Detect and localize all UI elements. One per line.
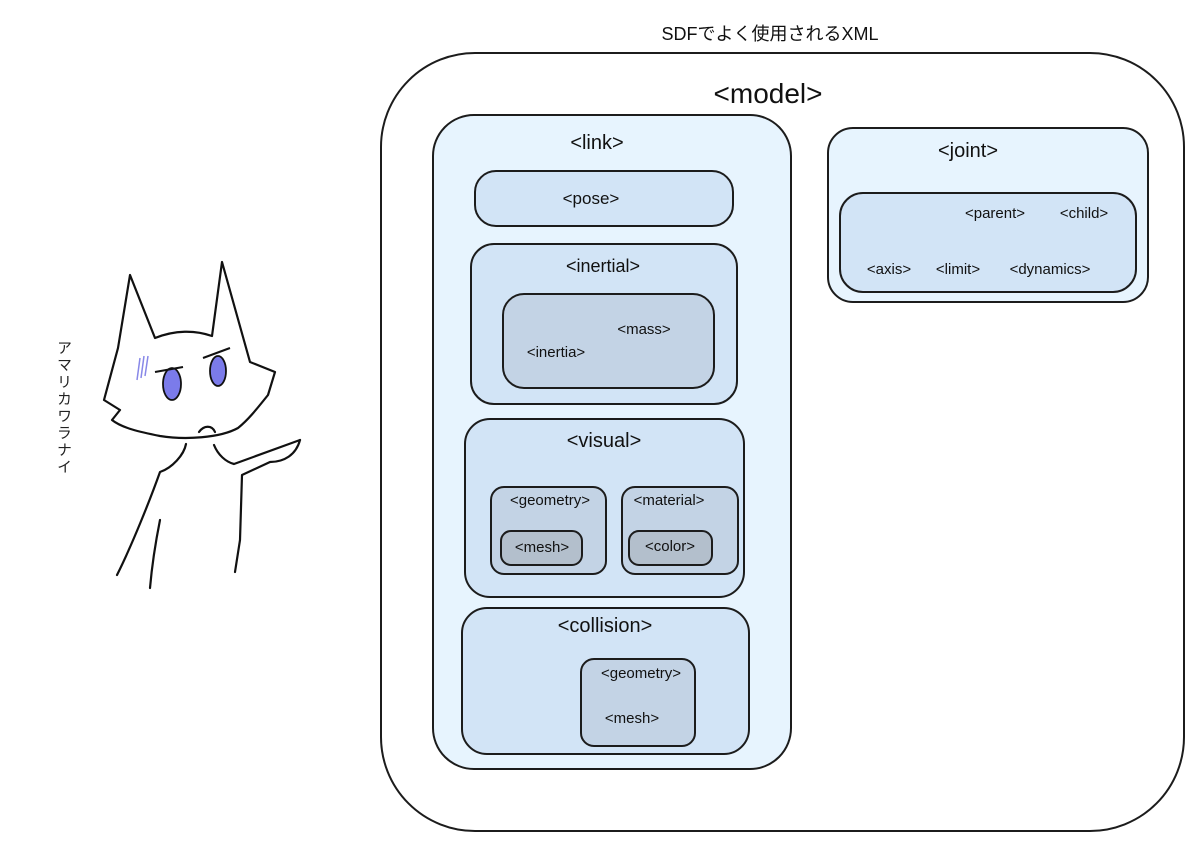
collision-label: <collision> (557, 615, 653, 637)
mass-label: <mass> (617, 321, 671, 338)
joint-inner-box (839, 192, 1137, 293)
child-label: <child> (1059, 205, 1109, 222)
limit-label: <limit> (935, 261, 981, 278)
inertia-label: <inertia> (526, 344, 586, 361)
diagram-title: SDFでよく使用されるXML (661, 24, 879, 44)
model-label: <model> (713, 78, 823, 109)
inertial-label: <inertial> (565, 256, 641, 276)
pose-box (474, 170, 734, 227)
visual-mesh-label: <mesh> (514, 539, 570, 556)
color-label: <color> (644, 538, 696, 555)
parent-label: <parent> (964, 205, 1026, 222)
inertial-inner-box (502, 293, 715, 389)
visual-geometry-label: <geometry> (509, 492, 591, 509)
mascot-caption: アマリカワラナイ (55, 340, 73, 476)
joint-label: <joint> (937, 140, 999, 162)
pose-label: <pose> (562, 189, 620, 208)
axis-label: <axis> (866, 261, 912, 278)
collision-geometry-box (580, 658, 696, 747)
visual-label: <visual> (566, 430, 642, 452)
collision-mesh-label: <mesh> (604, 710, 660, 727)
dynamics-label: <dynamics> (1009, 261, 1091, 278)
color-box (628, 530, 713, 566)
collision-geometry-label: <geometry> (600, 665, 682, 682)
link-label: <link> (570, 132, 624, 154)
visual-mesh-box (500, 530, 583, 566)
material-label: <material> (633, 492, 705, 509)
cat-mascot-icon (102, 260, 302, 590)
